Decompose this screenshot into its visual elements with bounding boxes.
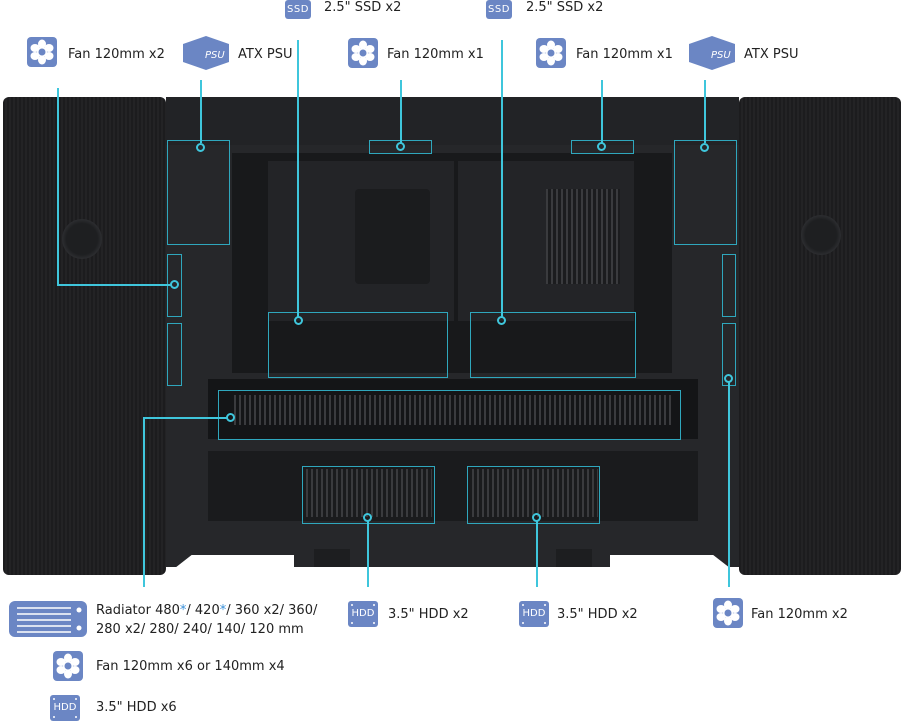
line-fan-top-left (400, 80, 402, 143)
fan-right-side-label: Fan 120mm x2 (751, 607, 848, 622)
line-radiator-h (143, 417, 227, 419)
fan-icon (348, 38, 378, 68)
line-fan-left-top (57, 88, 59, 285)
radiator-vent (234, 395, 674, 425)
fan-icon (536, 38, 566, 68)
psu-right-label: ATX PSU (744, 47, 799, 62)
zone-hdd-right (467, 466, 600, 524)
fan-icon (27, 37, 57, 67)
case-illustration (0, 95, 904, 575)
hdd-legend-label: 3.5" HDD x6 (96, 700, 177, 715)
hdd-right-label: 3.5" HDD x2 (557, 607, 638, 622)
marker-psu-right (700, 143, 709, 152)
line-fan-top-right (601, 80, 603, 143)
line-fan-left-top-h (57, 284, 172, 286)
line-ssd-left (297, 40, 299, 317)
marker-fan-top-right (597, 142, 606, 151)
marker-fan-left (170, 280, 179, 289)
fan-top-right-label: Fan 120mm x1 (576, 47, 673, 62)
marker-ssd-right (497, 316, 506, 325)
line-hdd-right (536, 521, 538, 587)
ssd-icon: SSD (285, 0, 311, 19)
psu-icon: PSU (183, 36, 229, 70)
zone-radiator (218, 390, 681, 440)
ssd-left-label: 2.5" SSD x2 (324, 0, 402, 15)
radiator-icon (9, 601, 87, 637)
left-control-knob (62, 219, 102, 259)
hdd-vent-right (472, 469, 598, 517)
marker-psu-left (196, 143, 205, 152)
fans-legend-label: Fan 120mm x6 or 140mm x4 (96, 659, 285, 674)
line-ssd-right (501, 40, 503, 317)
fan-icon (713, 598, 743, 628)
hdd-icon: HDD (50, 695, 80, 721)
line-psu-right (704, 80, 706, 143)
hdd-left-label: 3.5" HDD x2 (388, 607, 469, 622)
lower-bay (208, 451, 698, 521)
line-psu-left (200, 80, 202, 143)
foot-notch-left (166, 555, 294, 575)
zone-psu-right (674, 140, 737, 245)
hdd-vent-left (306, 469, 432, 517)
line-hdd-left (367, 521, 369, 587)
zone-ssd-left (268, 312, 448, 378)
hdd-icon: HDD (348, 601, 378, 627)
radiator-legend-label-line2: 280 x2/ 280/ 240/ 140/ 120 mm (96, 622, 304, 637)
zone-ssd-right (470, 312, 636, 378)
line-fan-right-side (728, 382, 730, 587)
foot-notch-right (610, 555, 739, 575)
ssd-icon: SSD (486, 0, 512, 19)
zone-fan-left-2 (167, 323, 182, 386)
cutout-right-vent (546, 189, 620, 284)
fan-icon (53, 651, 83, 681)
psu-icon: PSU (689, 36, 735, 70)
hdd-icon: HDD (519, 601, 549, 627)
foot-pad-left (314, 549, 350, 567)
zone-psu-left (167, 140, 230, 245)
left-side-panel (3, 97, 166, 575)
top-strip (166, 97, 739, 145)
radiator-legend-label: Radiator 480*/ 420*/ 360 x2/ 360/ (96, 603, 318, 618)
fan-top-left-label: Fan 120mm x1 (387, 47, 484, 62)
marker-ssd-left (294, 316, 303, 325)
fan-left-top-label: Fan 120mm x2 (68, 47, 165, 62)
marker-fan-top-left (396, 142, 405, 151)
line-radiator (143, 417, 145, 587)
right-side-panel (739, 97, 901, 575)
zone-fan-right-1 (722, 254, 736, 317)
marker-radiator (226, 413, 235, 422)
cutout-left (355, 189, 430, 284)
psu-left-label: ATX PSU (238, 47, 293, 62)
right-control-knob (801, 215, 841, 255)
ssd-right-label: 2.5" SSD x2 (526, 0, 604, 15)
foot-pad-right (556, 549, 592, 567)
